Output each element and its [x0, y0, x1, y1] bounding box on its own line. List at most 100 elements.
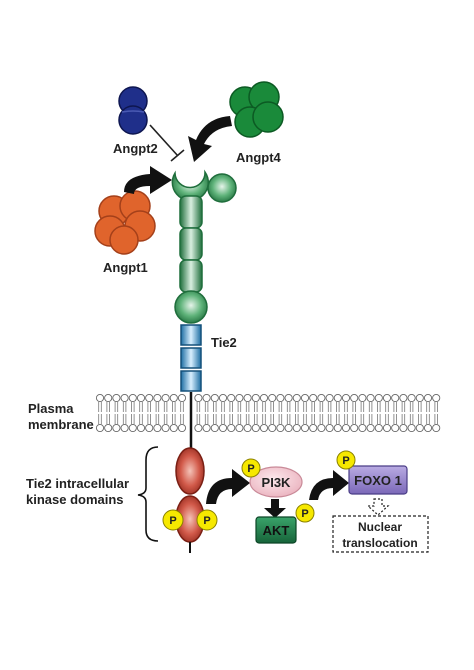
- lipid-head: [374, 423, 383, 433]
- lipid-head: [169, 423, 178, 433]
- lipid-head: [382, 423, 392, 433]
- svg-text:P: P: [301, 508, 308, 520]
- akt-phospho: P: [295, 503, 315, 523]
- lipid-head: [243, 423, 252, 433]
- lipid-head: [423, 423, 433, 433]
- tie2-receptor: [171, 169, 237, 392]
- lipid-head: [95, 393, 105, 403]
- angpt1-label: Angpt1: [103, 260, 148, 275]
- lipid-head: [268, 423, 277, 433]
- lipid-head: [300, 393, 310, 403]
- lipid-head: [350, 393, 359, 403]
- akt-node: AKT: [255, 516, 297, 544]
- lipid-head: [145, 423, 154, 433]
- kinase-label-line1: Tie2 intracellular: [26, 476, 129, 491]
- lipid-head: [292, 423, 301, 433]
- lipid-head: [227, 423, 236, 433]
- angpt4-ligand: [229, 81, 284, 138]
- lipid-head: [161, 393, 170, 403]
- lipid-head: [333, 423, 342, 433]
- lipid-head: [415, 393, 424, 403]
- pi3k-to-akt-arrow: [264, 499, 286, 518]
- lipid-head: [284, 393, 293, 403]
- foxo1-label: FOXO 1: [354, 473, 402, 488]
- lipid-head: [120, 423, 129, 433]
- lipid-head: [136, 423, 146, 433]
- svg-text:P: P: [247, 463, 254, 475]
- lipid-head: [218, 393, 228, 403]
- lipid-head: [194, 393, 203, 403]
- lipid-head: [407, 423, 416, 433]
- angpt2-label: Angpt2: [113, 141, 158, 156]
- angpt1-arrow: [124, 166, 172, 194]
- lipid-head: [309, 393, 318, 403]
- lipid-head: [235, 393, 244, 403]
- kinase-phospho-left: P: [162, 509, 184, 531]
- lipid-head: [358, 423, 367, 433]
- lipid-head: [374, 393, 383, 403]
- lipid-head: [112, 423, 121, 433]
- pi3k-node: PI3K: [249, 466, 303, 498]
- foxo1-to-nucleus-arrow: [366, 498, 390, 516]
- nuclear-translocation-box: [332, 515, 429, 553]
- kinase-to-pi3k-arrow: [206, 469, 250, 504]
- lipid-head: [341, 423, 351, 433]
- kinase-brace: [137, 446, 159, 542]
- lipid-head: [366, 393, 375, 403]
- lipid-head: [227, 393, 236, 403]
- lipid-head: [432, 423, 441, 433]
- lipid-head: [218, 423, 228, 433]
- pi3k-label: PI3K: [262, 475, 292, 490]
- lipid-head: [407, 393, 416, 403]
- lipid-head: [251, 393, 260, 403]
- lipid-head: [169, 393, 178, 403]
- lipid-head: [177, 393, 187, 403]
- lipid-head: [317, 423, 326, 433]
- lipid-head: [423, 393, 433, 403]
- lipid-head: [350, 423, 359, 433]
- lipid-head: [325, 393, 334, 403]
- lipid-head: [366, 423, 375, 433]
- lipid-head: [202, 393, 211, 403]
- angpt4-label: Angpt4: [236, 150, 282, 165]
- lipid-head: [259, 393, 269, 403]
- angpt2-ligand: [118, 86, 148, 135]
- lipid-head: [358, 393, 367, 403]
- lipid-head: [341, 393, 351, 403]
- lipid-head: [399, 393, 408, 403]
- lipid-head: [300, 423, 310, 433]
- nuclear-label-line2: translocation: [342, 536, 417, 550]
- lipid-head: [136, 393, 146, 403]
- lipid-head: [284, 423, 293, 433]
- lipid-head: [128, 423, 137, 433]
- membrane-label-line2: membrane: [28, 417, 94, 432]
- lipid-head: [128, 393, 137, 403]
- lipid-head: [382, 393, 392, 403]
- lipid-head: [415, 423, 424, 433]
- kinase-phospho-right: P: [196, 509, 218, 531]
- lipid-head: [112, 393, 121, 403]
- lipid-head: [325, 423, 334, 433]
- foxo1-node: FOXO 1: [348, 465, 408, 495]
- lipid-head: [120, 393, 129, 403]
- akt-label: AKT: [263, 523, 290, 538]
- lipid-head: [251, 423, 260, 433]
- lipid-head: [104, 423, 113, 433]
- lipid-head: [235, 423, 244, 433]
- lipid-head: [391, 423, 400, 433]
- lipid-head: [317, 393, 326, 403]
- lipid-head: [259, 423, 269, 433]
- lipid-head: [276, 423, 285, 433]
- lipid-head: [432, 393, 441, 403]
- lipid-head: [153, 423, 162, 433]
- akt-to-foxo1-arrow: [309, 470, 349, 500]
- angpt4-arrow: [188, 116, 232, 162]
- lipid-head: [276, 393, 285, 403]
- lipid-head: [153, 393, 162, 403]
- lipid-head: [333, 393, 342, 403]
- plasma-membrane: [95, 393, 441, 433]
- lipid-head: [194, 423, 203, 433]
- angpt2-inhibition-line: [149, 124, 185, 162]
- svg-text:P: P: [203, 515, 210, 527]
- lipid-head: [210, 393, 219, 403]
